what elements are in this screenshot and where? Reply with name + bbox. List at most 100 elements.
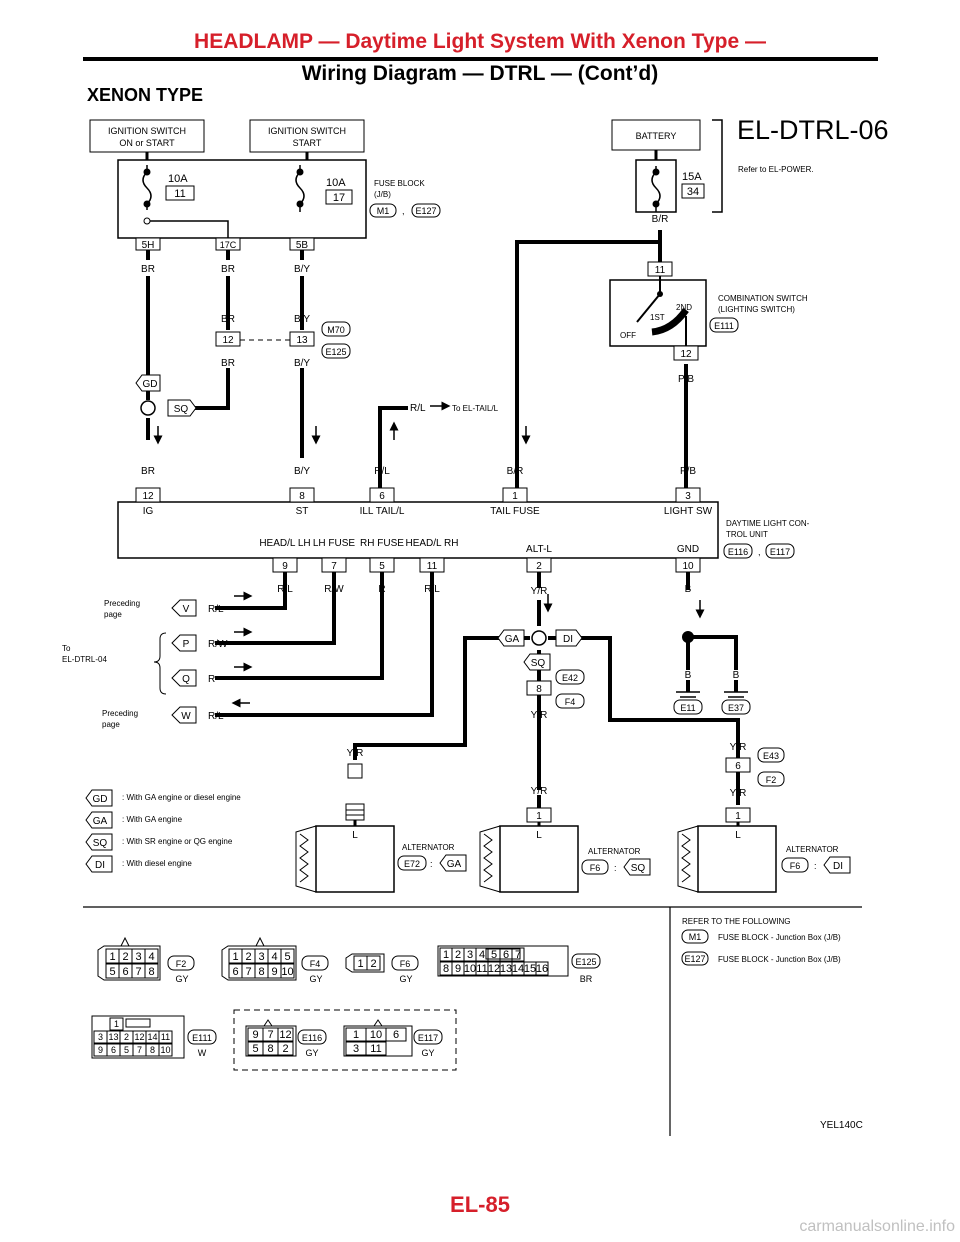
connector-pin-number: 6 [393, 1029, 399, 1041]
connector-pin-number: 8 [267, 1043, 273, 1055]
fuse-terminals: 5H 17C 5B BR BR B/Y [135, 237, 315, 275]
svg-text:8: 8 [299, 491, 305, 502]
svg-text:13: 13 [296, 335, 308, 346]
wire-harness [146, 230, 740, 808]
svg-text:F2: F2 [766, 775, 777, 785]
svg-text:5: 5 [379, 561, 385, 572]
connector-pin-number: 5 [252, 1043, 258, 1055]
svg-text:ALTERNATOR: ALTERNATOR [402, 843, 455, 852]
svg-text:2ND: 2ND [676, 303, 692, 312]
svg-text:DI: DI [833, 861, 843, 872]
page-header-title: HEADLAMP — Daytime Light System With Xen… [194, 30, 766, 53]
svg-text:E125: E125 [575, 957, 596, 967]
connector-pin-number: 1 [232, 951, 238, 963]
connector-pin-number: 3 [353, 1043, 359, 1055]
svg-text:P/B: P/B [680, 466, 696, 477]
connector-pin-number: 5 [109, 966, 115, 978]
ignition-switch-start: IGNITION SWITCH START [249, 119, 365, 153]
connector-pin-number: 2 [370, 958, 376, 970]
svg-text:GND: GND [677, 544, 699, 555]
svg-text:GY: GY [309, 974, 322, 984]
svg-text:DI: DI [95, 860, 105, 871]
svg-text:TAIL FUSE: TAIL FUSE [490, 506, 540, 517]
svg-text:V: V [183, 604, 190, 615]
svg-text:E127: E127 [415, 206, 436, 216]
connector-pin-cell [144, 963, 159, 979]
svg-text:Y/R: Y/R [730, 788, 747, 799]
svg-text:5B: 5B [296, 240, 309, 251]
alternator-ga: Y/R L ALTERNATOR E72 : GA [295, 748, 467, 893]
connector-pin-number: 2 [282, 1043, 288, 1055]
switch-name-2: (LIGHTING SWITCH) [718, 305, 795, 314]
connector-tag-m1: M1 [369, 203, 397, 218]
ignition-switch-on-start: IGNITION SWITCH ON or START [89, 119, 205, 153]
svg-text:1: 1 [735, 811, 741, 822]
svg-text:: With diesel engine: : With diesel engine [122, 859, 192, 868]
svg-text:R/L: R/L [277, 584, 293, 595]
connector-pin-cell [109, 1017, 124, 1031]
connector-pin-cell [158, 1030, 173, 1044]
connector-pin-number: 3 [467, 949, 473, 961]
svg-text:BR: BR [221, 314, 235, 325]
svg-text:E116: E116 [302, 1033, 322, 1043]
svg-text:10: 10 [682, 561, 694, 572]
svg-text:ALTERNATOR: ALTERNATOR [786, 845, 839, 854]
svg-text:1: 1 [536, 811, 542, 822]
splice-gd [140, 400, 156, 416]
connector-pin-number: 8 [150, 1045, 155, 1055]
svg-text:F6: F6 [790, 861, 801, 871]
wire-labels-above-unit: BR B/Y R/L B/R P/B [141, 466, 696, 477]
svg-text:R/L: R/L [424, 584, 440, 595]
svg-text:F6: F6 [590, 863, 601, 873]
svg-text:P: P [183, 639, 190, 650]
fuse-b-number: 17 [333, 192, 345, 204]
joint-connector-m70: BR B/Y 12 13 BR B/Y M70 E125 [215, 314, 351, 369]
svg-text:DI: DI [563, 634, 573, 645]
refer-power-note: Refer to EL-POWER. [738, 165, 814, 174]
svg-text:GA: GA [447, 859, 462, 870]
svg-text:12: 12 [680, 349, 692, 360]
svg-text:FUSE BLOCK - Junction Box (J/B: FUSE BLOCK - Junction Box (J/B) [718, 955, 841, 964]
watermark: carmanualsonline.info [799, 1218, 955, 1235]
alternator-di: 1 L ALTERNATOR F6 : DI [677, 807, 851, 893]
svg-text:GA: GA [505, 634, 520, 645]
svg-text:Preceding: Preceding [104, 599, 140, 608]
svg-text:SQ: SQ [93, 838, 108, 849]
fuse-block-label-1: FUSE BLOCK [374, 179, 425, 188]
fuse-b-amperage: 10A [326, 177, 346, 189]
connector-pin-number: 7 [137, 1045, 142, 1055]
flow-arrows [153, 401, 705, 708]
svg-text:Y/R: Y/R [531, 586, 548, 597]
svg-text:Y/R: Y/R [531, 710, 548, 721]
svg-text:L: L [735, 830, 741, 841]
svg-text:E117: E117 [770, 547, 790, 557]
svg-text:B/Y: B/Y [294, 466, 310, 477]
connector-pin-number: 14 [512, 963, 524, 975]
connector-pin-cell [366, 955, 381, 971]
svg-text:ALT-L: ALT-L [526, 544, 552, 555]
connector-pin-number: 11 [161, 1032, 170, 1042]
svg-text:Y/R: Y/R [531, 786, 548, 797]
svg-text:HEAD/L LH: HEAD/L LH [259, 538, 310, 549]
connector-pin-cell [158, 1043, 173, 1057]
svg-text:M1: M1 [689, 932, 702, 942]
page-header-subtitle: Wiring Diagram — DTRL — (Cont’d) [301, 62, 659, 85]
connector-pin-number: 8 [148, 966, 154, 978]
connector-pin-number: 12 [279, 1029, 291, 1041]
svg-text:W: W [181, 711, 191, 722]
connector-pin-number: 5 [284, 951, 290, 963]
option-legend: GD : With GA engine or diesel engine GA … [85, 789, 241, 873]
connector-pin-number: 9 [455, 963, 461, 975]
page-number: EL-85 [450, 1192, 510, 1217]
svg-text:F4: F4 [310, 959, 321, 969]
svg-text:L: L [536, 830, 542, 841]
svg-text:M1: M1 [377, 206, 390, 216]
connector-pin-number: 10 [370, 1029, 382, 1041]
svg-text:1ST: 1ST [650, 313, 665, 322]
svg-text:GY: GY [399, 974, 412, 984]
unit-name-1: DAYTIME LIGHT CON- [726, 519, 810, 528]
svg-text:B/Y: B/Y [294, 264, 310, 275]
svg-text:R/W: R/W [324, 584, 344, 595]
